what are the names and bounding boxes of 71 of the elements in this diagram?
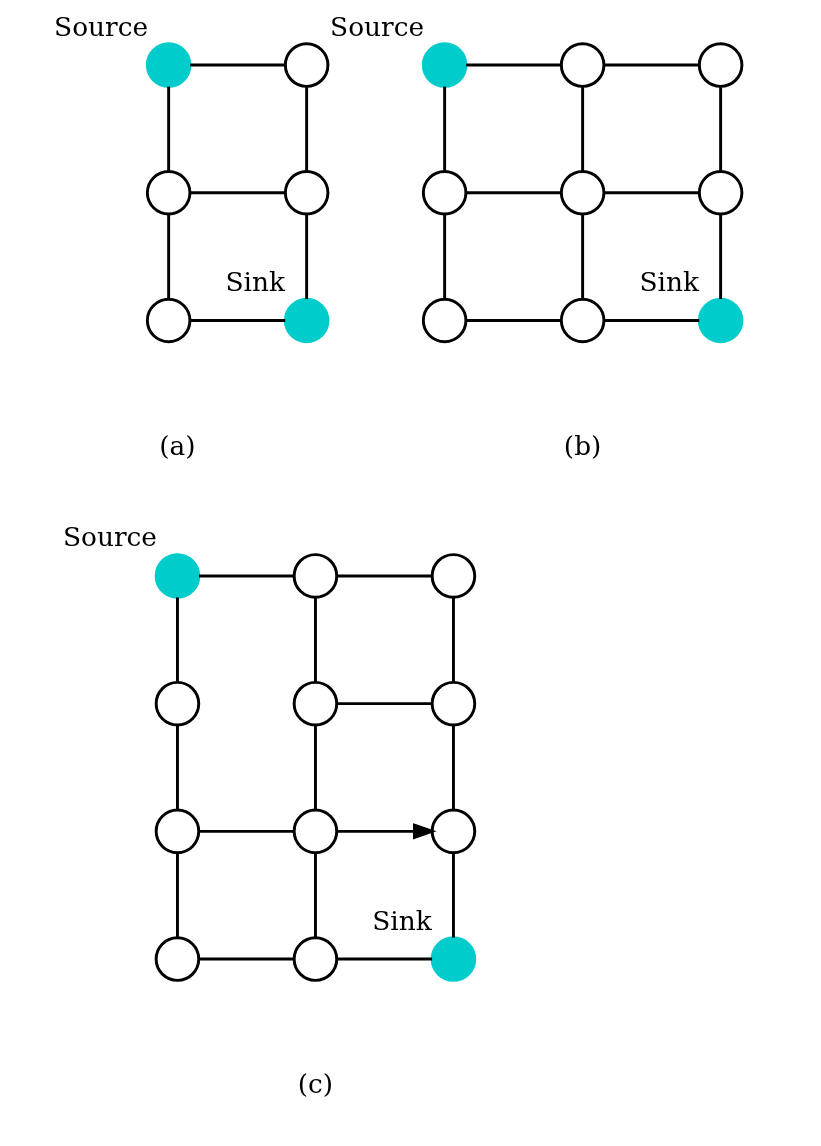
node-circle — [421, 170, 468, 216]
node-circle — [145, 42, 192, 88]
node-circle — [292, 808, 339, 855]
node-circle — [430, 808, 477, 855]
connector — [313, 725, 317, 810]
connector — [451, 725, 455, 810]
connector — [604, 191, 700, 195]
connector — [176, 725, 179, 810]
connector — [199, 574, 295, 578]
node-circle — [283, 42, 330, 88]
node-circle — [421, 297, 468, 344]
connector — [313, 852, 317, 938]
node-circle — [154, 936, 201, 982]
node-circle — [559, 297, 606, 344]
node-circle — [559, 170, 606, 216]
connector — [466, 319, 562, 322]
node-circle — [697, 297, 744, 344]
label: (a) — [159, 429, 196, 461]
connector — [176, 852, 179, 938]
node-circle — [292, 553, 339, 599]
connector — [199, 829, 295, 833]
node-circle — [697, 170, 744, 216]
node-label: Source — [330, 10, 425, 42]
connector — [199, 957, 295, 961]
connector — [443, 214, 447, 300]
label: (b) — [563, 429, 602, 461]
node-circle — [154, 680, 201, 727]
connector — [176, 597, 179, 683]
connector — [337, 574, 433, 578]
connector — [719, 214, 723, 300]
connector — [451, 852, 455, 938]
connector — [337, 957, 433, 961]
connector — [604, 63, 700, 67]
connector — [466, 63, 562, 67]
connector — [190, 191, 286, 195]
node-circle — [430, 680, 477, 727]
node-circle — [292, 936, 339, 982]
connector — [604, 319, 700, 322]
node-circle — [154, 808, 201, 855]
node-circle — [559, 42, 606, 88]
connector — [337, 702, 433, 706]
node-circle — [697, 42, 744, 88]
connector — [167, 214, 171, 300]
node-circle — [292, 680, 339, 727]
connector — [313, 597, 317, 683]
connector — [305, 86, 309, 172]
arrow — [337, 823, 437, 840]
connector — [451, 597, 455, 683]
node-circle — [154, 553, 201, 599]
node-circle — [421, 42, 468, 88]
connector — [443, 86, 447, 172]
node-circle — [430, 553, 477, 599]
connector — [167, 86, 171, 172]
node-label: Sink — [639, 265, 700, 297]
connector — [190, 63, 286, 67]
node-label: Sink — [372, 904, 432, 936]
node-label: Source — [62, 521, 157, 553]
connector — [305, 214, 309, 300]
node-circle — [145, 297, 192, 344]
connector — [581, 86, 585, 172]
connector — [190, 319, 286, 322]
node-circle — [430, 936, 477, 982]
label: (c) — [297, 1068, 334, 1100]
node-circle — [283, 170, 330, 216]
connector — [719, 86, 723, 172]
connector — [466, 191, 562, 195]
node-label: Sink — [225, 265, 286, 297]
node-circle — [145, 170, 192, 216]
node-circle — [283, 297, 330, 344]
connector — [581, 214, 585, 300]
node-label: Source — [54, 10, 149, 42]
